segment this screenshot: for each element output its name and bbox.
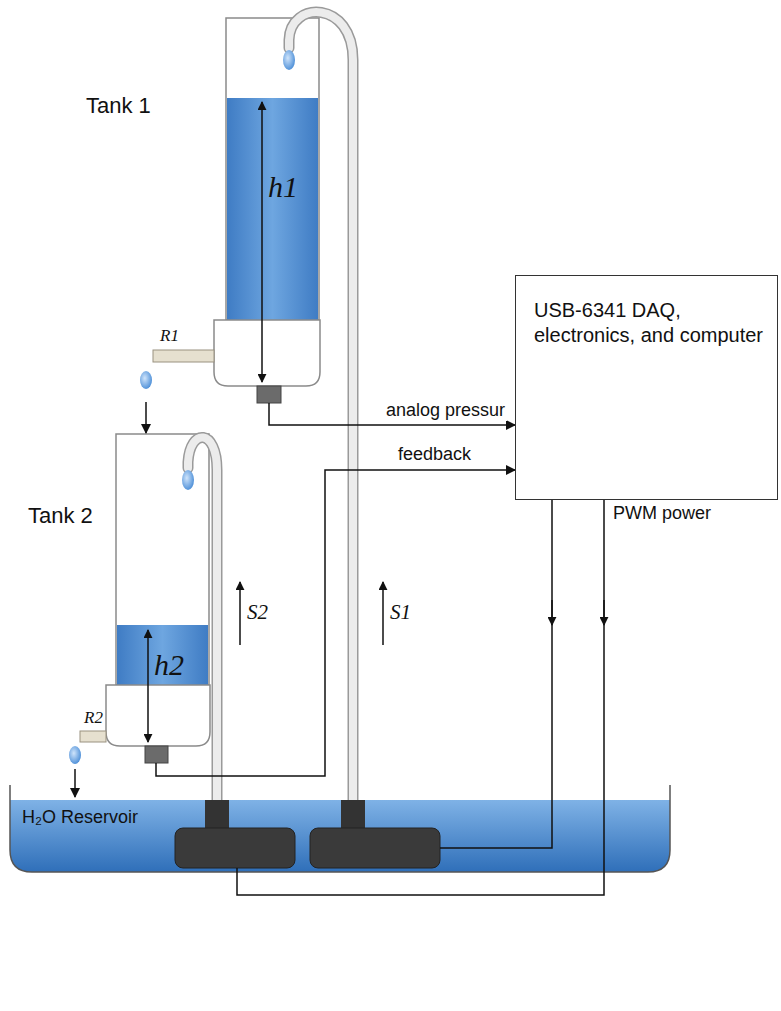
daq-computer-box: USB-6341 DAQ, electronics, and computer xyxy=(515,275,778,500)
tank: Tank 2h2 xyxy=(106,434,210,763)
resistor-label: R1 xyxy=(160,326,179,346)
daq-label: USB-6341 DAQ, electronics, and computer xyxy=(534,298,767,348)
supply-tube xyxy=(188,12,353,808)
signal-label: PWM power xyxy=(613,503,711,524)
signal-connector xyxy=(156,470,515,776)
resistor-label: R2 xyxy=(84,708,103,728)
tank-label: Tank 2 xyxy=(28,502,93,530)
tank: Tank 1h1 xyxy=(214,18,320,403)
signal-connector xyxy=(269,403,515,425)
pump xyxy=(175,800,440,868)
signal-connector xyxy=(145,402,147,433)
tank-1-cylinder xyxy=(140,18,320,403)
signal-connector xyxy=(74,769,76,797)
power-wire xyxy=(237,500,604,895)
pump-flow-label: S1 xyxy=(390,600,411,625)
water-drop xyxy=(182,470,194,490)
tank-label: Tank 1 xyxy=(86,92,151,120)
water-reservoir: H₂O Reservoir xyxy=(10,785,670,872)
water-drop xyxy=(283,50,295,70)
level-label: h2 xyxy=(154,646,184,684)
level-label: h1 xyxy=(268,168,298,206)
reservoir-label: H₂O Reservoir xyxy=(22,806,138,829)
pump-flow-label: S2 xyxy=(247,600,268,625)
signal-label: analog pressur xyxy=(384,400,507,421)
reservoir-basin xyxy=(10,785,670,872)
signal-label: feedback xyxy=(396,444,473,465)
tank-2-cylinder xyxy=(69,434,210,764)
flow-arrow xyxy=(240,582,383,645)
